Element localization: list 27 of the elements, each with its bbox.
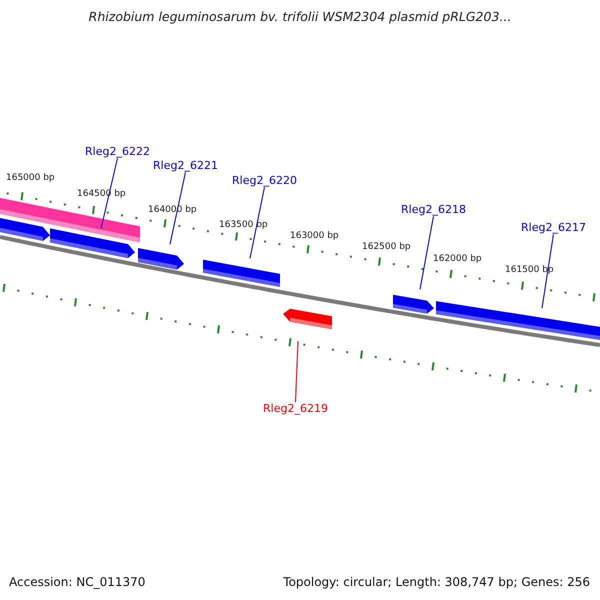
- leader-line: [542, 234, 554, 309]
- gene-feature: [393, 294, 434, 314]
- gene-label: Rleg2_6221: [153, 159, 218, 172]
- leader-line: [294, 340, 298, 402]
- leader-line: [250, 186, 265, 259]
- gene-feature: [50, 228, 135, 258]
- footer-text: Topology: circular; Length: 308,747 bp; Genes: 256: [283, 575, 590, 590]
- gene-feature: [283, 308, 332, 330]
- scale-label: 162500 bp: [362, 242, 411, 253]
- leader-line: [100, 158, 118, 230]
- gene-feature: [0, 216, 50, 241]
- leader-line: [170, 172, 186, 245]
- gene-label: Rleg2_6222: [85, 145, 150, 158]
- gene-label: Rleg2_6218: [401, 203, 466, 216]
- gene-feature: [138, 248, 184, 270]
- scale-label: 165000 bp: [6, 173, 55, 184]
- leader-line: [420, 216, 434, 290]
- gene-feature: [436, 301, 600, 341]
- scale-label: 163000 bp: [290, 231, 339, 242]
- scale-label: 162000 bp: [433, 254, 482, 265]
- title: Rhizobium leguminosarum bv. trifolii WSM2304 plasmid pRLG203...: [88, 9, 512, 24]
- gene-label: Rleg2_6219: [263, 402, 328, 416]
- scale-label: 163500 bp: [219, 220, 268, 231]
- gene-label: Rleg2_6220: [232, 174, 297, 188]
- gene-feature: [203, 260, 280, 287]
- footer-text: Accession: NC_011370: [9, 575, 146, 590]
- gene-label: Rleg2_6217: [521, 221, 586, 234]
